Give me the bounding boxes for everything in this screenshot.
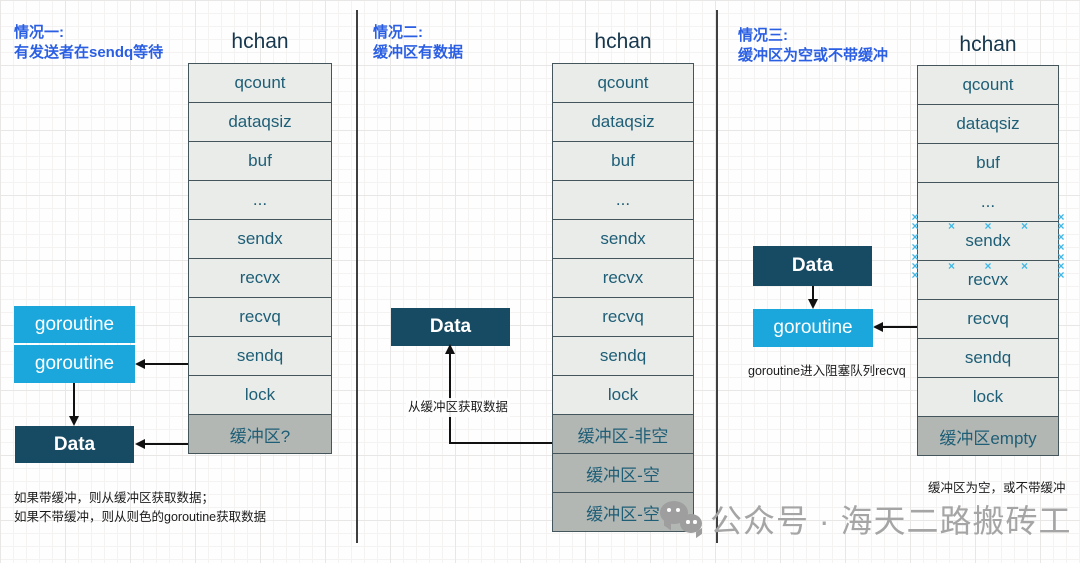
- case1-goroutine-box-1: goroutine: [14, 306, 135, 343]
- hchan-row-ellipsis: ...: [188, 180, 332, 220]
- case3-struct-title: hchan: [959, 33, 1017, 56]
- case2-hchan-table: qcount dataqsiz buf ... sendx recvx recv…: [552, 63, 694, 532]
- hchan-row-recvx: recvx: [188, 258, 332, 298]
- arrow-buffer-to-data: [143, 443, 188, 445]
- wechat-icon: [660, 499, 704, 539]
- panel-divider-2: [716, 10, 718, 543]
- hchan-row-recvq: recvq: [552, 297, 694, 337]
- selection-handle-icon: [911, 251, 918, 263]
- hchan-row-buffer-empty-1: 缓冲区-空: [552, 453, 694, 493]
- arrowhead-sendq-to-goroutine: [135, 359, 145, 369]
- case2-arrow-label: 从缓冲区获取数据: [406, 398, 511, 417]
- arrowhead-recvq-to-goroutine: [873, 322, 883, 332]
- hchan-row-sendx: sendx: [188, 219, 332, 259]
- hchan-row-buf: buf: [552, 141, 694, 181]
- case3-buffer-note: 缓冲区为空，或不带缓冲: [928, 481, 1066, 495]
- hchan-row-ellipsis: ...: [917, 182, 1059, 222]
- selection-handle-icon: [984, 220, 991, 232]
- case1-hchan-table: qcount dataqsiz buf ... sendx recvx recv…: [188, 63, 332, 454]
- arrowhead-data-to-goroutine: [808, 299, 818, 309]
- case1-data-box: Data: [15, 426, 134, 463]
- panel-divider-1: [356, 10, 358, 543]
- hchan-row-ellipsis: ...: [552, 180, 694, 220]
- hchan-row-sendq: sendq: [552, 336, 694, 376]
- hchan-row-buffer-nonempty: 缓冲区-非空: [552, 414, 694, 454]
- case1-goroutine-box-2: goroutine: [14, 345, 135, 383]
- case2-label: 情况二: 缓冲区有数据: [373, 23, 463, 63]
- case2-title: 情况二:: [373, 24, 423, 41]
- case3-label: 情况三: 缓冲区为空或不带缓冲: [738, 26, 888, 66]
- hchan-row-buf: buf: [188, 141, 332, 181]
- hchan-row-buffer-empty: 缓冲区empty: [917, 416, 1059, 456]
- watermark: 公众号 · 海天二路搬砖工: [660, 496, 1071, 542]
- hchan-row-lock: lock: [552, 375, 694, 415]
- selection-handle-icon: [948, 220, 955, 232]
- case2-desc: 缓冲区有数据: [373, 44, 464, 61]
- case1-note: 如果带缓冲，则从缓冲区获取数据； 如果不带缓冲，则从则色的goroutine获取数…: [14, 489, 266, 527]
- hchan-row-sendq: sendq: [188, 336, 332, 376]
- selection-handle-icon: [1021, 220, 1028, 232]
- arrow-recvq-to-goroutine: [881, 326, 917, 328]
- case1-note-line2: 如果不带缓冲，则从则色的goroutine获取数据: [14, 510, 267, 524]
- case3-hchan-table: qcount dataqsiz buf ... sendx recvx recv…: [917, 65, 1059, 456]
- case3-goroutine-box: goroutine: [753, 309, 873, 347]
- sendx-selection-handles: [915, 226, 1061, 266]
- arrowhead-buffer-to-data: [135, 439, 145, 449]
- selection-handle-icon: [1057, 211, 1064, 223]
- arrow-sendq-to-goroutine: [143, 363, 188, 365]
- hchan-row-lock: lock: [917, 377, 1059, 417]
- hchan-row-buf: buf: [917, 143, 1059, 183]
- arrowhead-goroutine-to-data: [69, 416, 79, 426]
- selection-handle-icon: [911, 269, 918, 281]
- hchan-row-recvq: recvq: [188, 297, 332, 337]
- case2-struct-title: hchan: [594, 30, 652, 53]
- case3-title: 情况三:: [738, 27, 788, 44]
- arrowhead-buffer-to-data: [445, 344, 455, 354]
- case3-note: goroutine进入阻塞队列recvq: [748, 364, 906, 378]
- case1-note-line1: 如果带缓冲，则从缓冲区获取数据；: [14, 491, 215, 505]
- hchan-row-sendq: sendq: [917, 338, 1059, 378]
- hchan-row-dataqsiz: dataqsiz: [188, 102, 332, 142]
- selection-handle-icon: [1021, 260, 1028, 272]
- selection-handle-icon: [1057, 251, 1064, 263]
- hchan-row-buffer: 缓冲区?: [188, 414, 332, 454]
- hchan-row-recvx: recvx: [552, 258, 694, 298]
- hchan-row-qcount: qcount: [917, 65, 1059, 105]
- hchan-row-dataqsiz: dataqsiz: [552, 102, 694, 142]
- selection-handle-icon: [984, 260, 991, 272]
- arrow-goroutine-to-data: [73, 383, 75, 418]
- case2-data-box: Data: [391, 308, 510, 346]
- case1-desc: 有发送者在sendq等待: [14, 44, 164, 61]
- hchan-row-sendx: sendx: [552, 219, 694, 259]
- selection-handle-icon: [1057, 269, 1064, 281]
- selection-handle-icon: [911, 211, 918, 223]
- case3-data-box: Data: [753, 246, 872, 286]
- case1-struct-title: hchan: [231, 30, 289, 53]
- selection-handle-icon: [948, 260, 955, 272]
- arrow-data-to-goroutine: [812, 286, 814, 301]
- hchan-row-dataqsiz: dataqsiz: [917, 104, 1059, 144]
- arrow-buffer-to-data-horizontal: [449, 442, 552, 444]
- hchan-row-recvq: recvq: [917, 299, 1059, 339]
- case1-label: 情况一: 有发送者在sendq等待: [14, 23, 163, 63]
- hchan-row-qcount: qcount: [552, 63, 694, 103]
- hchan-row-qcount: qcount: [188, 63, 332, 103]
- hchan-row-lock: lock: [188, 375, 332, 415]
- case1-title: 情况一:: [14, 24, 64, 41]
- watermark-text: 公众号 · 海天二路搬砖工: [710, 503, 1072, 539]
- case3-desc: 缓冲区为空或不带缓冲: [738, 47, 889, 64]
